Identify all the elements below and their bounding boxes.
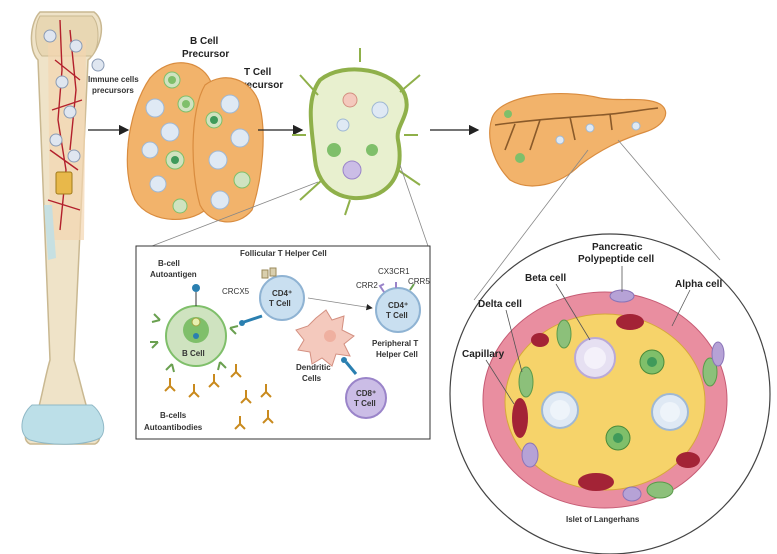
arrow-to-peripheral-th bbox=[307, 297, 373, 311]
crr2-label: CRR2 bbox=[356, 281, 378, 290]
peripheral-th-label-1: Peripheral T bbox=[372, 339, 418, 348]
tcell-precursor-cluster bbox=[192, 77, 264, 223]
bcells-autoantibodies-label-1: B-cells bbox=[160, 411, 187, 420]
bcell-autoantigen-label-1: B-cell bbox=[158, 259, 180, 268]
dendritic-cell bbox=[295, 309, 355, 367]
autoantibodies bbox=[164, 364, 274, 430]
immune-precursors-label-1: Immune cells bbox=[88, 75, 139, 84]
zoom-line-right bbox=[399, 164, 429, 247]
alpha-leader bbox=[671, 289, 691, 327]
tcell-precursor-label-2: Precursor bbox=[236, 80, 283, 91]
beta-leader bbox=[555, 283, 591, 341]
capillary-label: Capillary bbox=[462, 349, 505, 360]
follicular-th-label: Follicular T Helper Cell bbox=[240, 249, 327, 258]
b-cell-label: B Cell bbox=[182, 349, 205, 358]
pancreatic-pp-label-1: Pancreatic bbox=[592, 242, 643, 253]
zoom-line-pancreas-left bbox=[473, 149, 589, 301]
cd4-t-cell-label-1: CD4⁺ bbox=[272, 289, 292, 298]
crcx5-label: CRCX5 bbox=[222, 287, 250, 296]
dendritic-label-1: Dendritic bbox=[296, 363, 331, 372]
bcells-autoantibodies-label-2: Autoantibodies bbox=[144, 423, 203, 432]
delta-cell-label: Delta cell bbox=[478, 299, 522, 310]
b-cell-receptors bbox=[150, 313, 239, 373]
alpha-cell-label: Alpha cell bbox=[675, 279, 722, 290]
capillary-leader bbox=[485, 359, 515, 405]
islet-label: Islet of Langerhans bbox=[566, 515, 640, 524]
bcell-precursor-label-2: Precursor bbox=[182, 49, 229, 60]
beta-cell-label: Beta cell bbox=[525, 273, 566, 284]
cd8-t-cell-label-1: CD8⁺ bbox=[356, 389, 376, 398]
delta-leader bbox=[505, 309, 523, 373]
lymph-node bbox=[292, 48, 421, 216]
islet-tissue bbox=[482, 289, 728, 509]
zoom-line-left bbox=[151, 181, 319, 247]
pancreatic-pp-label-2: Polypeptide cell bbox=[578, 254, 654, 265]
peripheral-th-label-2: Helper Cell bbox=[376, 350, 418, 359]
crr5-label: CRR5 bbox=[408, 277, 430, 286]
dendritic-label-2: Cells bbox=[302, 374, 322, 383]
immune-precursors-label-2: precursors bbox=[92, 86, 134, 95]
bcell-precursor-label-1: B Cell bbox=[190, 36, 219, 47]
cd4-t-cell-label-2: T Cell bbox=[269, 299, 291, 308]
cx3cr1-label: CX3CR1 bbox=[378, 267, 410, 276]
autoantigen-marker bbox=[192, 284, 200, 306]
cd8-t-cell bbox=[341, 357, 387, 419]
tcell-precursor-label-1: T Cell bbox=[244, 67, 271, 78]
cd4-periph-label-2: T Cell bbox=[386, 311, 408, 320]
cd8-t-cell-label-2: T Cell bbox=[354, 399, 376, 408]
cd4-periph-label-1: CD4⁺ bbox=[388, 301, 408, 310]
cd4-peripheral-t-cell bbox=[375, 282, 421, 333]
b-cell bbox=[165, 305, 227, 367]
bone-illustration bbox=[21, 11, 105, 445]
precursor-cells-bone bbox=[43, 29, 105, 163]
cd4-follicular-t-cell bbox=[239, 267, 305, 326]
pancreas bbox=[489, 93, 667, 187]
zoom-line-pancreas-right bbox=[617, 139, 721, 261]
bcell-autoantigen-label-2: Autoantigen bbox=[150, 270, 197, 279]
